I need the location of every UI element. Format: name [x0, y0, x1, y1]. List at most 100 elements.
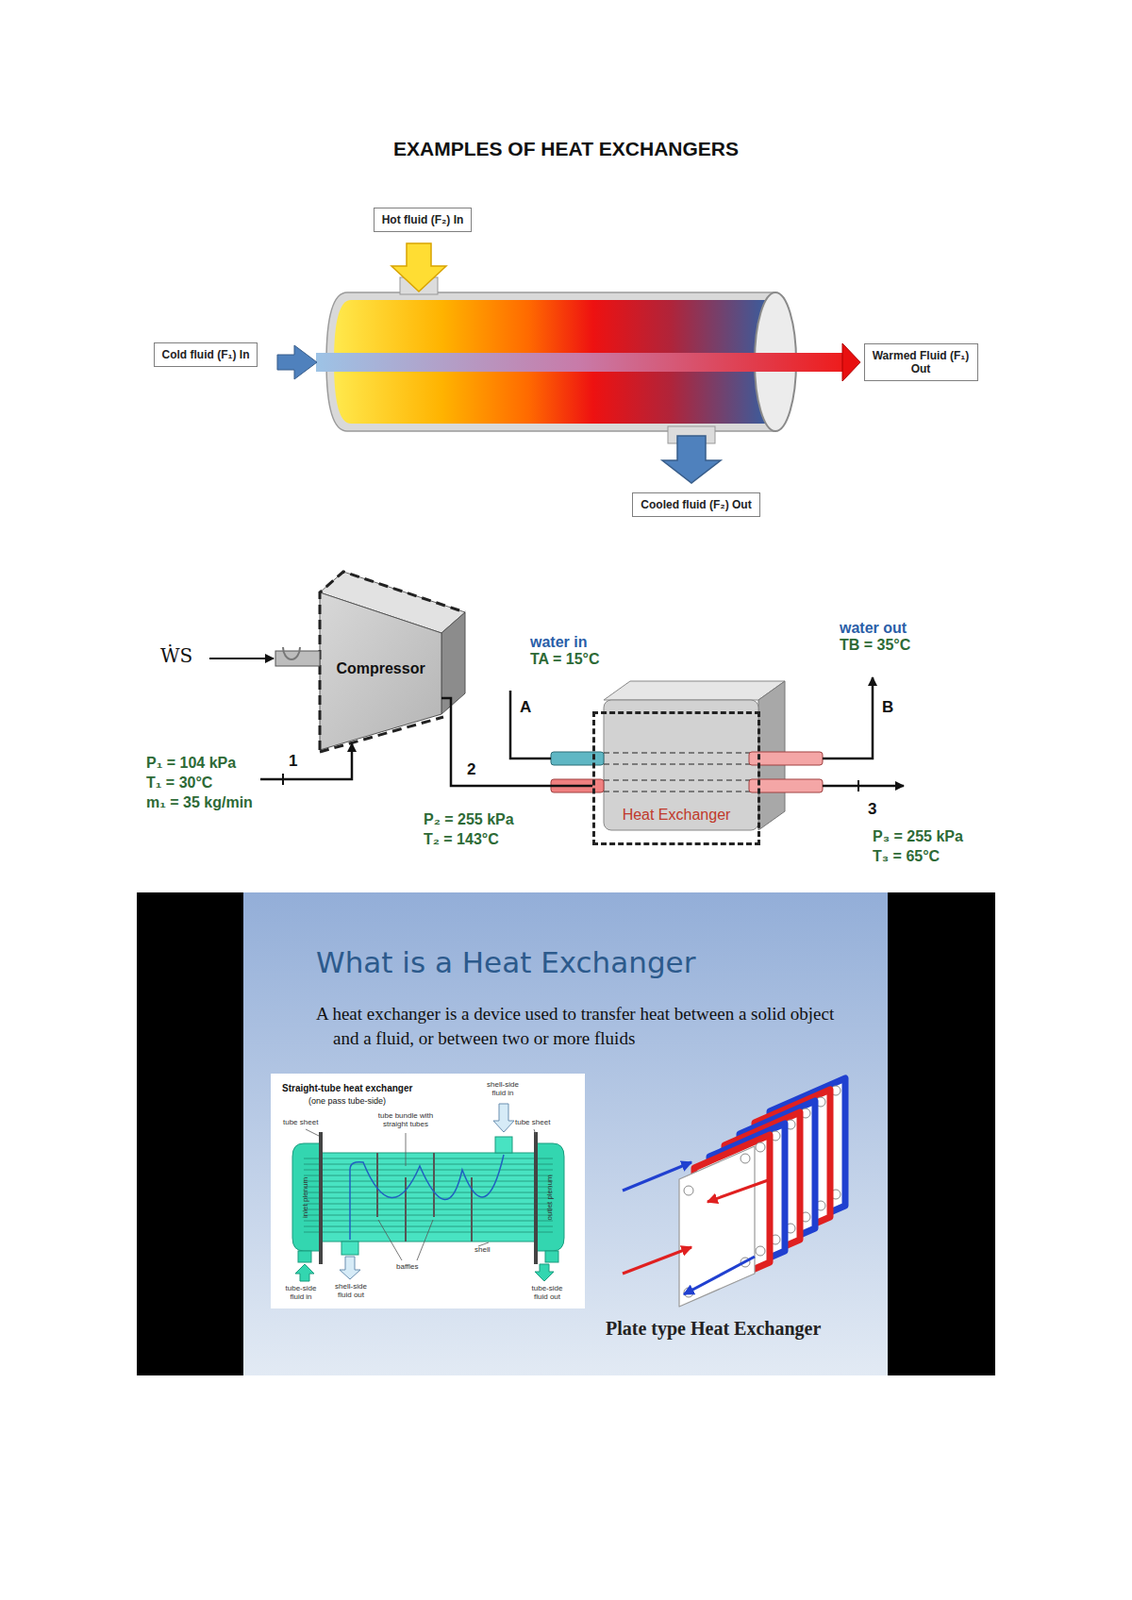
part-label: tube sheet — [515, 1118, 550, 1128]
label-box: Cold fluid (F₁) In — [153, 342, 259, 367]
tube — [303, 1192, 553, 1194]
label-box: Hot fluid (F₂) In — [373, 207, 473, 233]
slide-text: A heat exchanger is a device used to tra… — [316, 1001, 862, 1050]
hot-in-arrow — [391, 243, 447, 292]
nozzle — [341, 1241, 359, 1255]
box-label: Cooled fluid (F₂) Out — [640, 498, 751, 512]
state-value: T₁ = 30°C — [146, 774, 213, 792]
tube — [303, 1158, 553, 1160]
component-name: Compressor — [335, 660, 425, 678]
control-boundary — [319, 716, 444, 752]
tube — [303, 1175, 553, 1177]
outlet-line — [822, 784, 904, 788]
slide-text: What is a Heat Exchanger — [316, 945, 696, 980]
state-value: TA = 15°C — [530, 650, 600, 668]
stream-name: water in — [530, 633, 587, 651]
tube — [303, 1198, 553, 1199]
heat-exchanger-block: Heat Exchanger — [592, 711, 761, 846]
part-label: tube-side fluid in — [283, 1284, 319, 1302]
tube — [303, 1226, 553, 1228]
part-label: inlet plenum — [302, 1176, 312, 1217]
label-box: Cooled fluid (F₂) Out — [632, 492, 760, 517]
leader-line — [305, 1129, 319, 1136]
tube — [303, 1203, 553, 1205]
port-hole — [740, 1153, 750, 1164]
label-box: Warmed Fluid (F₁) Out — [864, 343, 979, 382]
tube — [303, 1220, 553, 1222]
callout-number: 3 — [867, 799, 877, 819]
baffle — [404, 1177, 407, 1242]
video-frame — [136, 892, 996, 1376]
nozzle — [545, 1250, 559, 1263]
leader-line — [416, 1219, 433, 1261]
state-value: TB = 35°C — [839, 636, 911, 654]
state-value: P₁ = 104 kPa — [146, 754, 236, 772]
box-label: Warmed Fluid (F₁) Out — [872, 349, 970, 376]
nozzle — [495, 1136, 513, 1153]
hx-top — [603, 681, 785, 700]
shaft — [275, 650, 320, 666]
control-boundary — [319, 571, 466, 750]
part-label: baffles — [396, 1263, 418, 1272]
flow-arrow — [707, 1179, 771, 1202]
plate — [679, 1146, 755, 1307]
flow-arrow — [683, 1256, 755, 1295]
tube — [303, 1215, 553, 1216]
nozzle — [298, 1250, 312, 1263]
work-symbol: ẆS — [160, 644, 193, 667]
cold-flow-bar — [316, 352, 845, 372]
tube-sheet — [533, 1132, 538, 1265]
baffle — [376, 1152, 379, 1217]
flow-arrow — [295, 1264, 315, 1282]
pipe-dash — [603, 791, 759, 793]
page-title: EXAMPLES OF HEAT EXCHANGERS — [0, 137, 1132, 161]
component-name: Heat Exchanger — [595, 806, 758, 824]
warm-out-arrow — [842, 343, 861, 382]
state-value: T₂ = 143°C — [423, 831, 500, 849]
tube — [303, 1186, 553, 1188]
part-label: shell-side fluid out — [330, 1282, 372, 1300]
cold-in-arrow — [277, 345, 317, 380]
leader-line — [533, 1129, 536, 1135]
shell-flow — [349, 1154, 504, 1240]
baffle — [432, 1152, 435, 1217]
tube — [303, 1209, 553, 1211]
box-label: Hot fluid (F₂) In — [382, 213, 465, 227]
figure-title: Straight-tube heat exchanger — [282, 1082, 413, 1094]
callout-number: 2 — [466, 760, 476, 780]
state-value: P₃ = 255 kPa — [872, 828, 964, 846]
figure-title: (one pass tube-side) — [308, 1096, 386, 1106]
flow-arrow — [622, 1162, 692, 1191]
flow-arrow — [534, 1264, 554, 1282]
part-label: shell-side fluid in — [481, 1081, 525, 1099]
inset-figure: Straight-tube heat exchanger (one pass tu… — [270, 1073, 585, 1309]
pipe-dash — [603, 764, 759, 766]
leader-line — [405, 1132, 407, 1166]
tube — [303, 1164, 553, 1166]
port-hole — [755, 1142, 766, 1152]
rotation-arrow — [283, 647, 300, 660]
water-in-line — [510, 690, 551, 759]
slide-panel: What is a Heat Exchanger A heat exchanger… — [243, 892, 888, 1376]
part-label: outlet plenum — [546, 1174, 555, 1220]
compressor-block: Compressor — [319, 592, 442, 750]
plate-stack — [679, 1078, 846, 1307]
pipe-dash — [603, 780, 759, 782]
flow-arrow — [339, 1256, 361, 1280]
compressor-front — [319, 592, 442, 750]
flow-arrow — [493, 1103, 515, 1132]
pipe-connector — [441, 698, 593, 786]
stream-letter: A — [519, 698, 532, 717]
part-label: tube-side fluid out — [528, 1284, 566, 1302]
state-tick — [857, 780, 860, 792]
state-value: m₁ = 35 kg/min — [146, 794, 253, 812]
port-hole — [755, 1246, 766, 1256]
part-label: shell — [474, 1246, 490, 1255]
cooled-out-arrow — [662, 435, 721, 483]
tube — [303, 1181, 553, 1182]
tube-sheet — [318, 1132, 323, 1265]
leader-line — [378, 1219, 402, 1261]
state-value: T₃ = 65°C — [872, 848, 940, 866]
